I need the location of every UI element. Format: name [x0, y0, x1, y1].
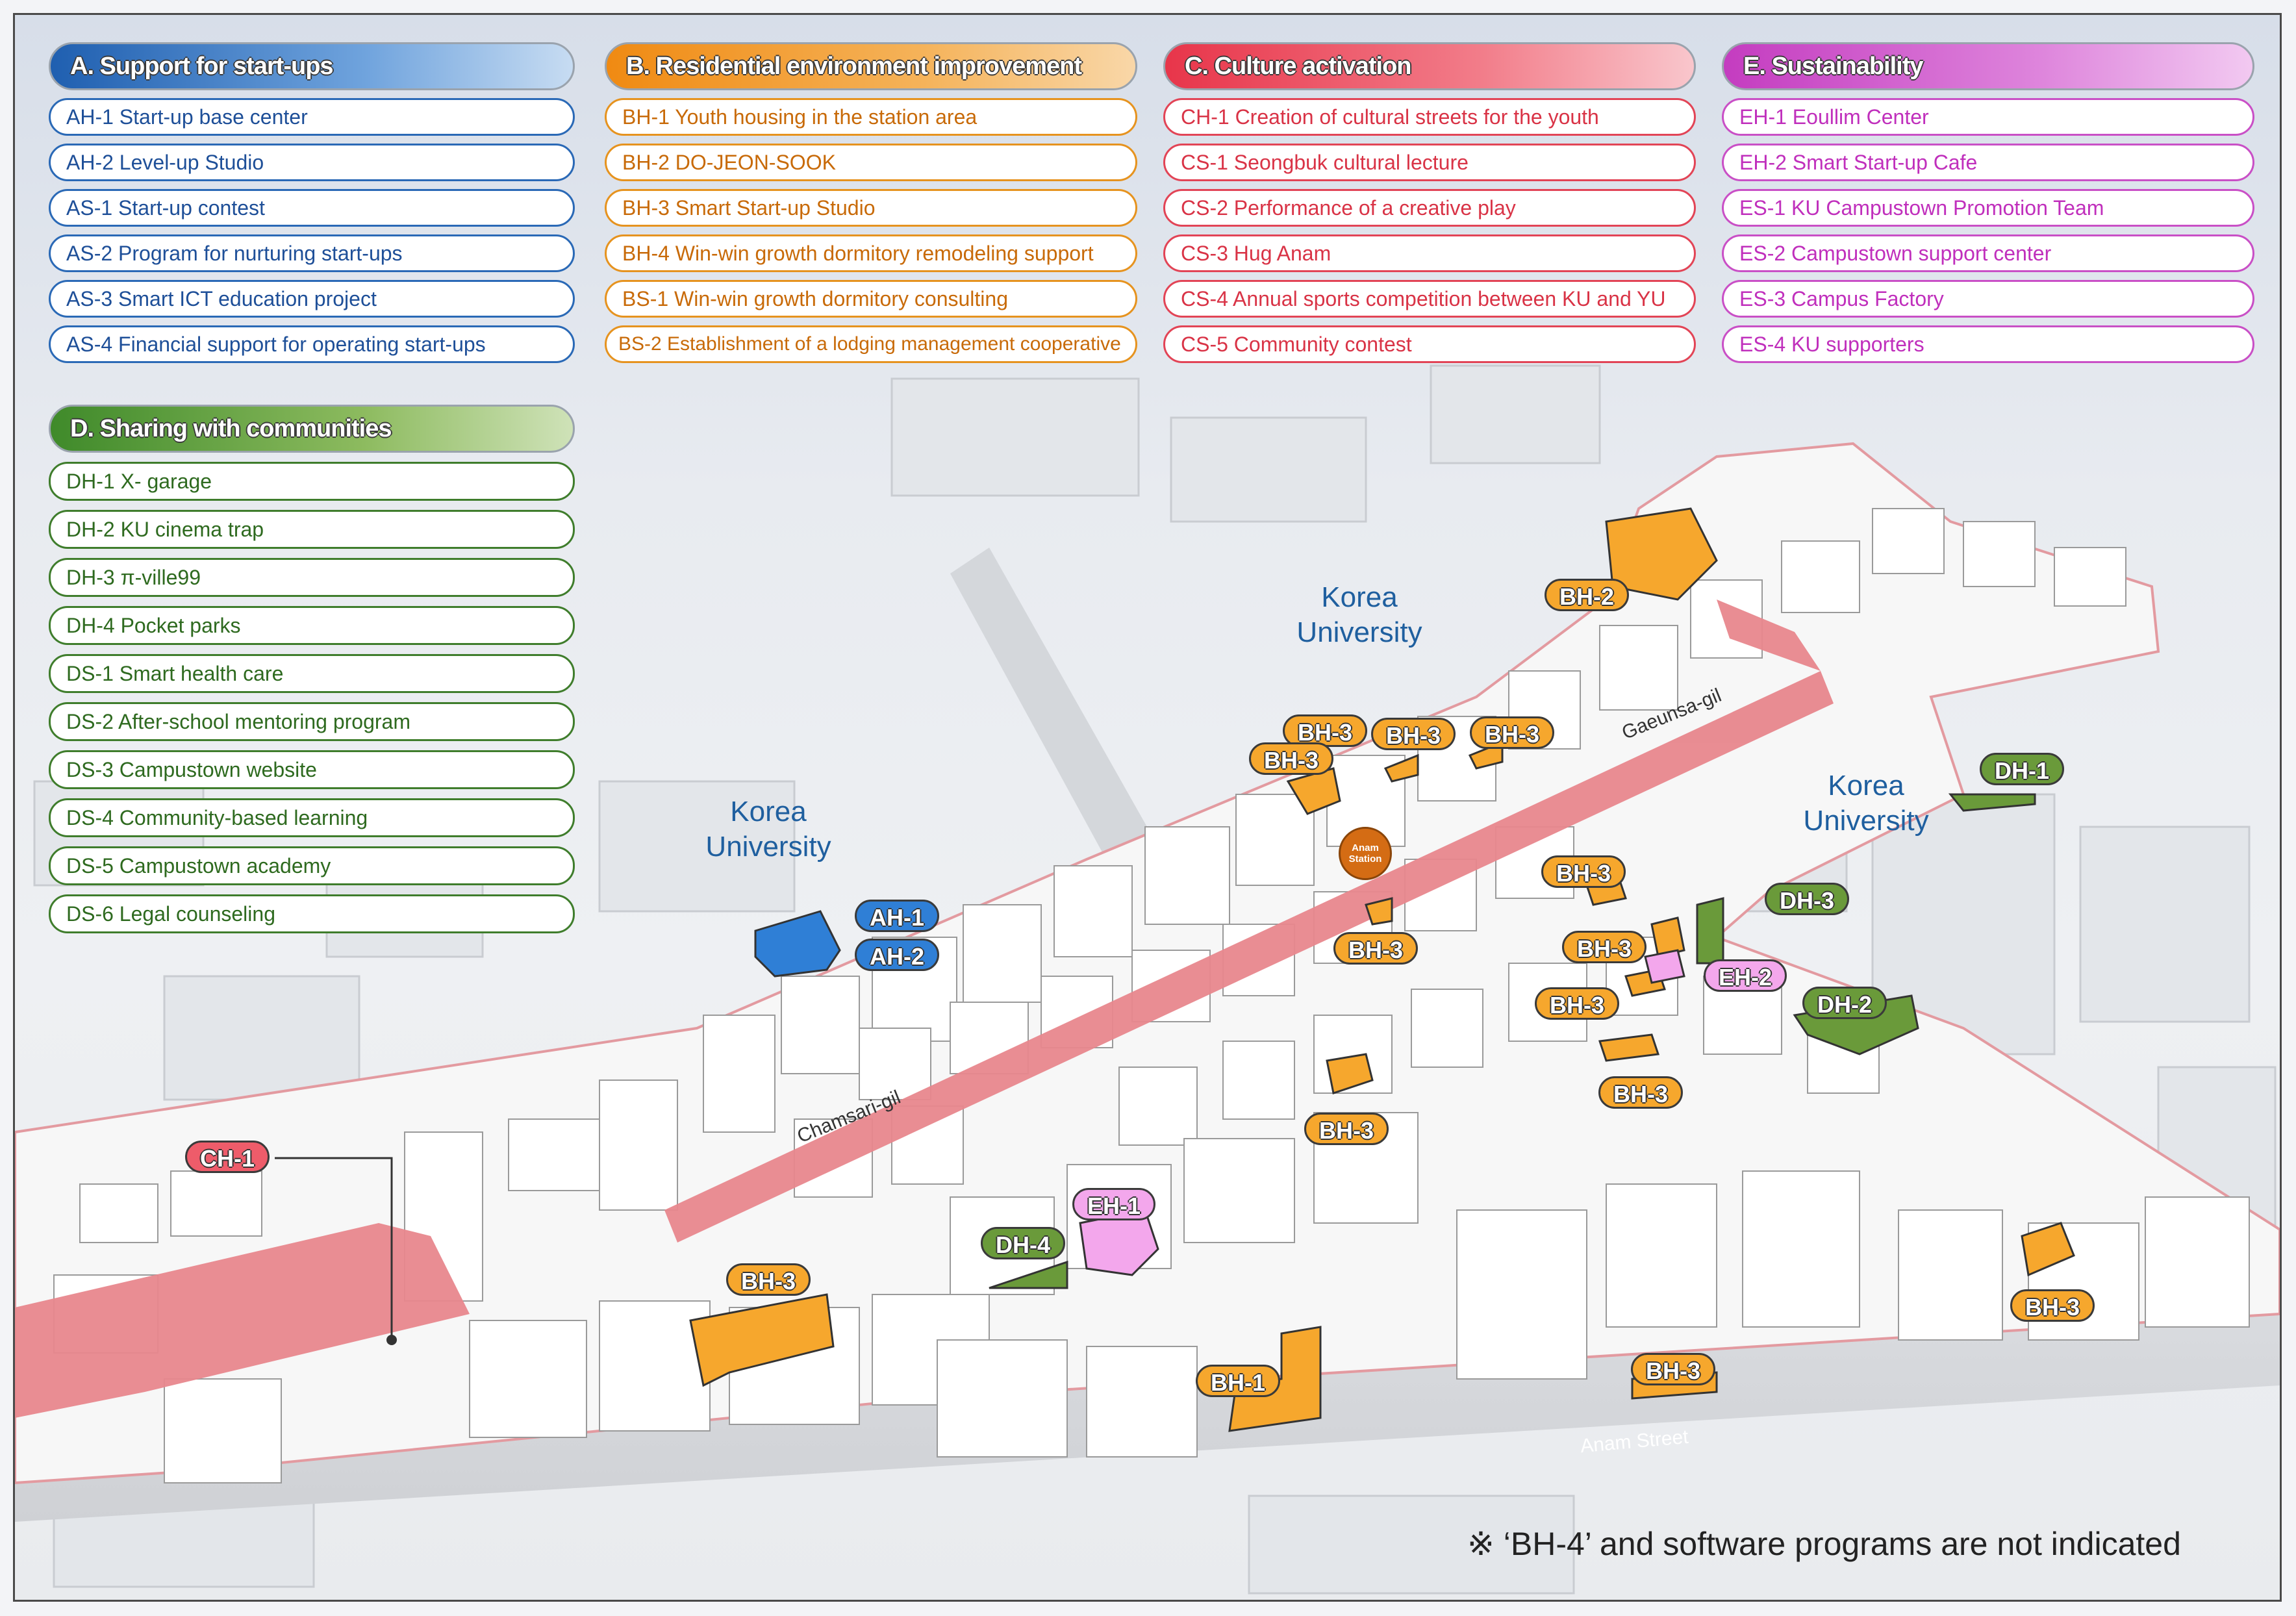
legend-item-ah1: AH-1 Start-up base center [49, 98, 575, 136]
tag-bh3-a: BH-3 [1283, 714, 1368, 747]
tag-bh3-f: BH-3 [1333, 932, 1419, 965]
legend-item-ds3: DS-3 Campustown website [49, 750, 575, 789]
dh4-footprint [989, 1260, 1068, 1289]
legend-item-es2: ES-2 Campustown support center [1722, 234, 2254, 272]
place-korea-university-east: Korea University [1803, 770, 1929, 837]
legend-sharing-communities: D. Sharing with communities DH-1 X- gara… [49, 405, 575, 933]
tag-bh3-j: BH-3 [1304, 1113, 1389, 1145]
tag-bh2: BH-2 [1545, 579, 1630, 611]
legend-item-as1: AS-1 Start-up contest [49, 189, 575, 227]
legend-heading-b: B. Residential environment improvement [605, 42, 1137, 90]
legend-item-ch1: CH-1 Creation of cultural streets for th… [1163, 98, 1696, 136]
bh3-footprint-4 [1365, 897, 1393, 926]
anam-station-marker: Anam Station [1339, 827, 1392, 880]
ch1-leader-line [275, 1157, 393, 1340]
legend-item-ds2: DS-2 After-school mentoring program [49, 702, 575, 741]
legend-heading-c: C. Culture activation [1163, 42, 1696, 90]
legend-item-bh1: BH-1 Youth housing in the station area [605, 98, 1137, 136]
tag-bh3-m: BH-3 [2010, 1289, 2095, 1322]
legend-item-cs1: CS-1 Seongbuk cultural lecture [1163, 144, 1696, 181]
legend-item-as3: AS-3 Smart ICT education project [49, 280, 575, 318]
legend-heading-a: A. Support for start-ups [49, 42, 575, 90]
legend-item-dh4: DH-4 Pocket parks [49, 606, 575, 645]
tag-bh3-b: BH-3 [1371, 718, 1456, 750]
legend-item-bh4: BH-4 Win-win growth dormitory remodeling… [605, 234, 1137, 272]
tag-ah2: AH-2 [855, 939, 940, 971]
legend-culture-activation: C. Culture activation CH-1 Creation of c… [1163, 42, 1696, 363]
tag-eh2: EH-2 [1704, 959, 1787, 992]
legend-item-dh2: DH-2 KU cinema trap [49, 510, 575, 549]
ah-footprint [754, 910, 841, 978]
tag-eh1: EH-1 [1072, 1188, 1156, 1220]
place-korea-university-north: Korea University [1296, 581, 1422, 648]
bh3-footprint-10 [689, 1293, 835, 1387]
legend-item-es3: ES-3 Campus Factory [1722, 280, 2254, 318]
tag-bh3-i: BH-3 [1598, 1076, 1684, 1109]
legend-residential-environment: B. Residential environment improvement B… [605, 42, 1137, 363]
legend-item-bs1: BS-1 Win-win growth dormitory consulting [605, 280, 1137, 318]
tag-bh3-c: BH-3 [1470, 716, 1555, 749]
dh1-footprint [1948, 793, 2036, 812]
project-footprints [689, 507, 2075, 1432]
legend-item-bh2: BH-2 DO-JEON-SOOK [605, 144, 1137, 181]
tag-dh4: DH-4 [981, 1227, 1066, 1259]
legend-item-cs3: CS-3 Hug Anam [1163, 234, 1696, 272]
legend-item-ds5: DS-5 Campustown academy [49, 846, 575, 885]
tag-bh3-l: BH-3 [1631, 1353, 1716, 1385]
legend-item-cs4: CS-4 Annual sports competition between K… [1163, 280, 1696, 318]
tag-ch1: CH-1 [185, 1141, 270, 1173]
legend-item-cs2: CS-2 Performance of a creative play [1163, 189, 1696, 227]
bh2-footprint [1605, 507, 1718, 601]
legend-item-eh1: EH-1 Eoullim Center [1722, 98, 2254, 136]
legend-item-dh1: DH-1 X- garage [49, 462, 575, 501]
eh2-footprint [1644, 949, 1685, 984]
cultural-streets [15, 600, 1834, 1418]
dh3-footprint [1696, 897, 1724, 965]
legend-item-as4: AS-4 Financial support for operating sta… [49, 325, 575, 363]
place-korea-university-west: Korea University [705, 796, 831, 863]
legend-item-ds1: DS-1 Smart health care [49, 654, 575, 693]
footnote: ※ ‘BH-4’ and software programs are not i… [1467, 1526, 2181, 1562]
bh3-footprint-8 [1598, 1033, 1660, 1062]
ch1-leader-dot [386, 1335, 397, 1345]
map-frame: A. Support for start-ups AH-1 Start-up b… [13, 13, 2282, 1602]
tag-bh1: BH-1 [1196, 1365, 1281, 1397]
tag-ah1: AH-1 [855, 900, 940, 932]
station-label-line2: Station [1348, 853, 1382, 865]
bh1-footprint [1228, 1326, 1322, 1432]
bh3-footprint-9 [1326, 1053, 1374, 1094]
legend-item-bh3: BH-3 Smart Start-up Studio [605, 189, 1137, 227]
legend-item-cs5: CS-5 Community contest [1163, 325, 1696, 363]
station-label-line1: Anam [1352, 842, 1379, 853]
aerial-map [15, 364, 2280, 1595]
tag-bh3-h: BH-3 [1535, 987, 1620, 1020]
tag-bh3-d: BH-3 [1249, 742, 1334, 775]
tag-bh3-e: BH-3 [1541, 855, 1626, 888]
legend-item-ah2: AH-2 Level-up Studio [49, 144, 575, 181]
legend-support-start-ups: A. Support for start-ups AH-1 Start-up b… [49, 42, 575, 363]
tag-dh3: DH-3 [1765, 883, 1850, 915]
legend-item-ds4: DS-4 Community-based learning [49, 798, 575, 837]
tag-dh1: DH-1 [1980, 753, 2065, 785]
legend-sustainability: E. Sustainability EH-1 Eoullim Center EH… [1722, 42, 2254, 363]
legend-heading-d: D. Sharing with communities [49, 405, 575, 453]
legend-item-eh2: EH-2 Smart Start-up Cafe [1722, 144, 2254, 181]
legend-item-bs2: BS-2 Establishment of a lodging manageme… [605, 325, 1137, 363]
legend-item-dh3: DH-3 π-ville99 [49, 558, 575, 597]
bh3-footprint-12 [2021, 1222, 2075, 1277]
bh3-footprint-2 [1383, 753, 1419, 783]
tag-bh3-g: BH-3 [1562, 931, 1647, 963]
legend-item-es4: ES-4 KU supporters [1722, 325, 2254, 363]
legend-item-es1: ES-1 KU Campustown Promotion Team [1722, 189, 2254, 227]
legend-heading-e: E. Sustainability [1722, 42, 2254, 90]
tag-dh2: DH-2 [1802, 987, 1887, 1019]
legend-item-ds6: DS-6 Legal counseling [49, 894, 575, 933]
tag-bh3-k: BH-3 [726, 1263, 811, 1296]
bh3-footprint-6 [1650, 916, 1685, 958]
legend-item-as2: AS-2 Program for nurturing start-ups [49, 234, 575, 272]
